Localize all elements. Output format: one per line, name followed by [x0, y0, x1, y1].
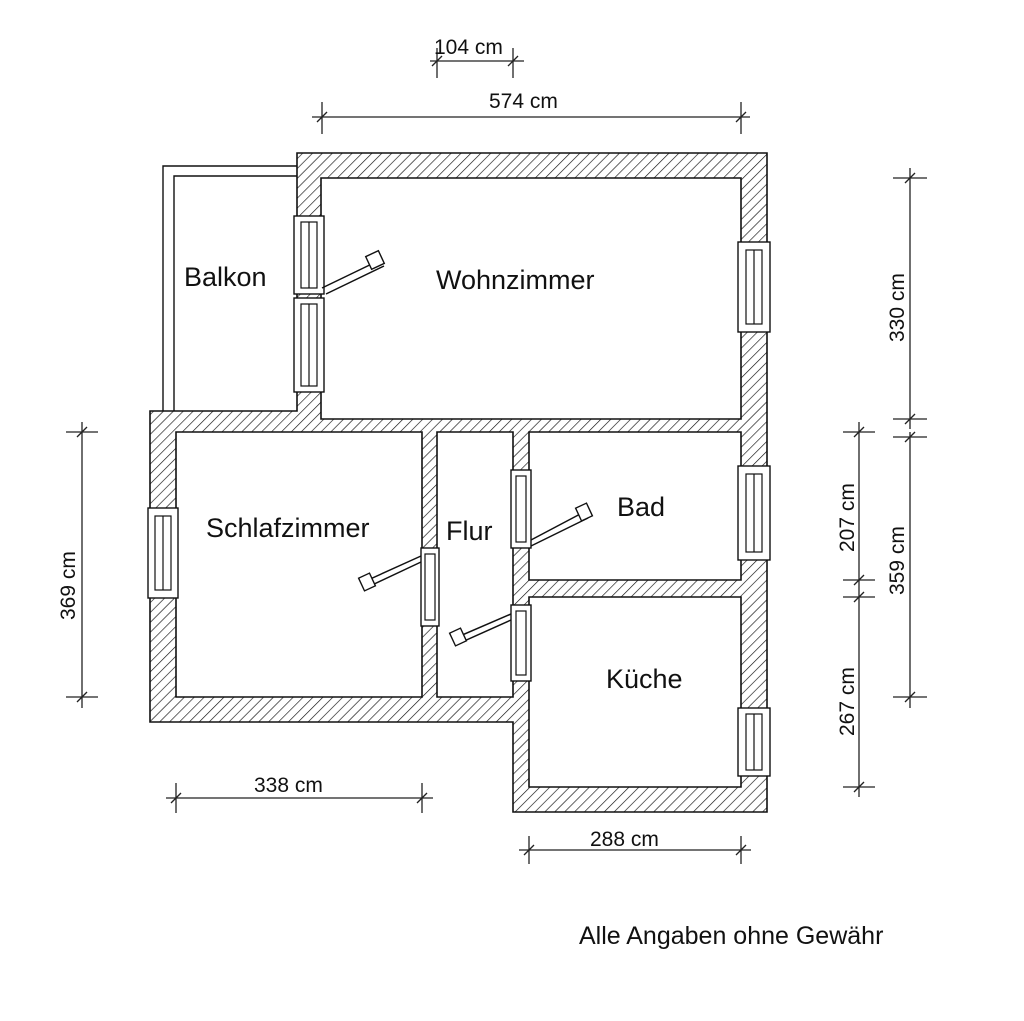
balcony-outline: [162, 165, 297, 411]
room-label-wohnzimmer: Wohnzimmer: [436, 265, 595, 295]
dimension-right-middle-label: 207 cm: [836, 483, 859, 552]
dimension-bottom-left-label: 338 cm: [254, 774, 323, 797]
door-kueche: [448, 604, 532, 682]
dimension-top-width: 574 cm: [312, 90, 750, 134]
dimension-right-inner: 207 cm 267 cm: [836, 422, 875, 797]
dimension-left-height-label: 369 cm: [57, 551, 80, 620]
door-schlafzimmer: [357, 547, 440, 627]
window-schlafzimmer: [147, 507, 179, 599]
dimension-top-small: 104 cm: [430, 36, 524, 78]
dimension-right-upper: 330 cm: [886, 168, 927, 429]
walls: [149, 152, 768, 813]
window-bad: [737, 465, 771, 561]
dimension-top-width-label: 574 cm: [489, 90, 558, 113]
room-label-kueche: Küche: [606, 664, 683, 694]
door-balkon: [321, 249, 386, 295]
window-wohnzimmer-right: [737, 241, 771, 333]
dimension-right-outer: 359 cm: [886, 431, 927, 708]
dimension-bottom-right-label: 288 cm: [590, 828, 659, 851]
room-label-balkon: Balkon: [184, 262, 267, 292]
window-wohnzimmer-left-lower: [293, 297, 325, 393]
dimension-right-lower-label: 267 cm: [836, 667, 859, 736]
dimension-left-height: 369 cm: [57, 422, 98, 708]
window-kueche: [737, 707, 771, 777]
disclaimer-note: Alle Angaben ohne Gewähr: [579, 922, 883, 950]
window-wohnzimmer-left-upper: [293, 215, 325, 295]
room-label-schlafzimmer: Schlafzimmer: [206, 513, 370, 543]
room-label-bad: Bad: [617, 492, 665, 522]
dimension-bottom-left: 338 cm: [166, 774, 433, 813]
dimension-bottom-right: 288 cm: [519, 828, 751, 864]
dimension-right-outer-label: 359 cm: [886, 526, 909, 595]
door-bad: [510, 469, 594, 549]
dimension-top-small-label: 104 cm: [434, 36, 503, 59]
room-label-flur: Flur: [446, 516, 493, 546]
dimension-right-upper-label: 330 cm: [886, 273, 909, 342]
